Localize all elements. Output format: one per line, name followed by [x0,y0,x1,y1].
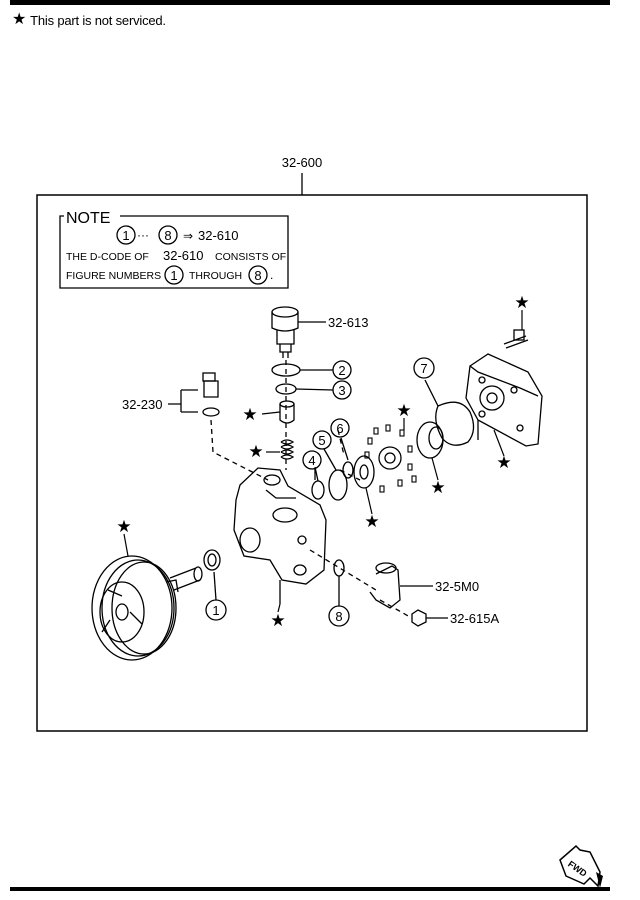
svg-text:4: 4 [308,453,315,468]
star-icon: ★ [514,293,529,312]
star-icon: ★ [364,512,379,531]
star-icon: ★ [396,401,411,420]
part-32-230-switch: 32-230 [122,372,220,417]
callout-circle-7 [413,357,435,379]
part-32-615A-bolt: 32-615A [411,609,499,627]
svg-text:THE D-CODE OF: THE D-CODE OF [66,251,149,263]
svg-text:1: 1 [170,268,177,283]
star-icon: ★ [116,517,131,536]
callout-circle-1 [205,599,227,621]
svg-text:FIGURE NUMBERS: FIGURE NUMBERS [66,270,161,282]
callout-circle-6 [330,418,350,438]
star-icon: ★ [496,453,511,472]
star-icon: ★ [242,405,257,424]
svg-text:8: 8 [335,609,342,624]
svg-text:32-610: 32-610 [163,248,203,263]
callout-circle-5 [312,430,332,450]
pump-body [233,467,327,604]
rotor-vanes [364,424,417,493]
svg-text:THROUGH: THROUGH [189,270,242,282]
bottom-rule [10,887,610,891]
svg-text:32-615A: 32-615A [450,611,499,626]
drive-shaft [165,566,203,593]
gasket-7 [435,401,475,446]
fwd-arrow-icon: FWD [559,844,603,888]
svg-text:8: 8 [164,228,171,243]
part-32-5M0-connector: 32-5M0 [369,562,479,609]
svg-text:32-5M0: 32-5M0 [435,579,479,594]
rear-cover [465,353,543,447]
note-circle-start [116,225,136,245]
o-ring-5 [328,469,348,501]
note-box: NOTE 1 ··· 8 ⇒ 32-610 THE D-CODE OF 32-6… [59,210,289,289]
top-rule [10,0,610,5]
svg-text:.: . [270,268,273,282]
assembly-callout: 32-600 [282,155,322,170]
note-title: NOTE [66,210,110,227]
valve-spring [280,439,295,460]
o-ring-4 [311,480,325,500]
pulley [91,555,177,661]
guide-lines [210,360,411,618]
svg-text:5: 5 [318,433,325,448]
svg-text:CONSISTS OF: CONSISTS OF [215,251,286,263]
svg-text:6: 6 [336,421,343,436]
svg-text:2: 2 [338,363,345,378]
svg-text:1: 1 [212,603,219,618]
side-plate [353,455,375,489]
svg-text:1: 1 [122,228,129,243]
svg-text:32-230: 32-230 [122,397,162,412]
svg-text:⇒: ⇒ [183,229,193,243]
shaft-seal [203,549,221,601]
o-ring-8 [333,559,345,577]
legend-text: This part is not serviced. [30,12,166,28]
cam-ring [416,421,444,459]
star-icon: ★ [270,611,285,630]
star-icon: ★ [12,11,27,28]
note-code: 32-610 [198,228,238,243]
svg-text:···: ··· [137,228,149,242]
flow-control-valve [279,400,295,424]
star-icon: ★ [430,478,445,497]
rear-cover-bolt [503,329,529,349]
star-icon: ★ [248,442,263,461]
note-circle-end [158,225,178,245]
svg-text:8: 8 [254,268,261,283]
svg-text:3: 3 [338,383,345,398]
svg-text:7: 7 [420,361,427,376]
legend: ★ This part is not serviced. [12,12,166,28]
diagram-frame [36,194,588,732]
callout-circle-4 [302,450,322,470]
callout-circle-8 [328,605,350,627]
part-32-613-fitting: 32-613 [271,306,368,358]
svg-text:32-613: 32-613 [328,315,368,330]
o-ring-6 [342,461,354,479]
